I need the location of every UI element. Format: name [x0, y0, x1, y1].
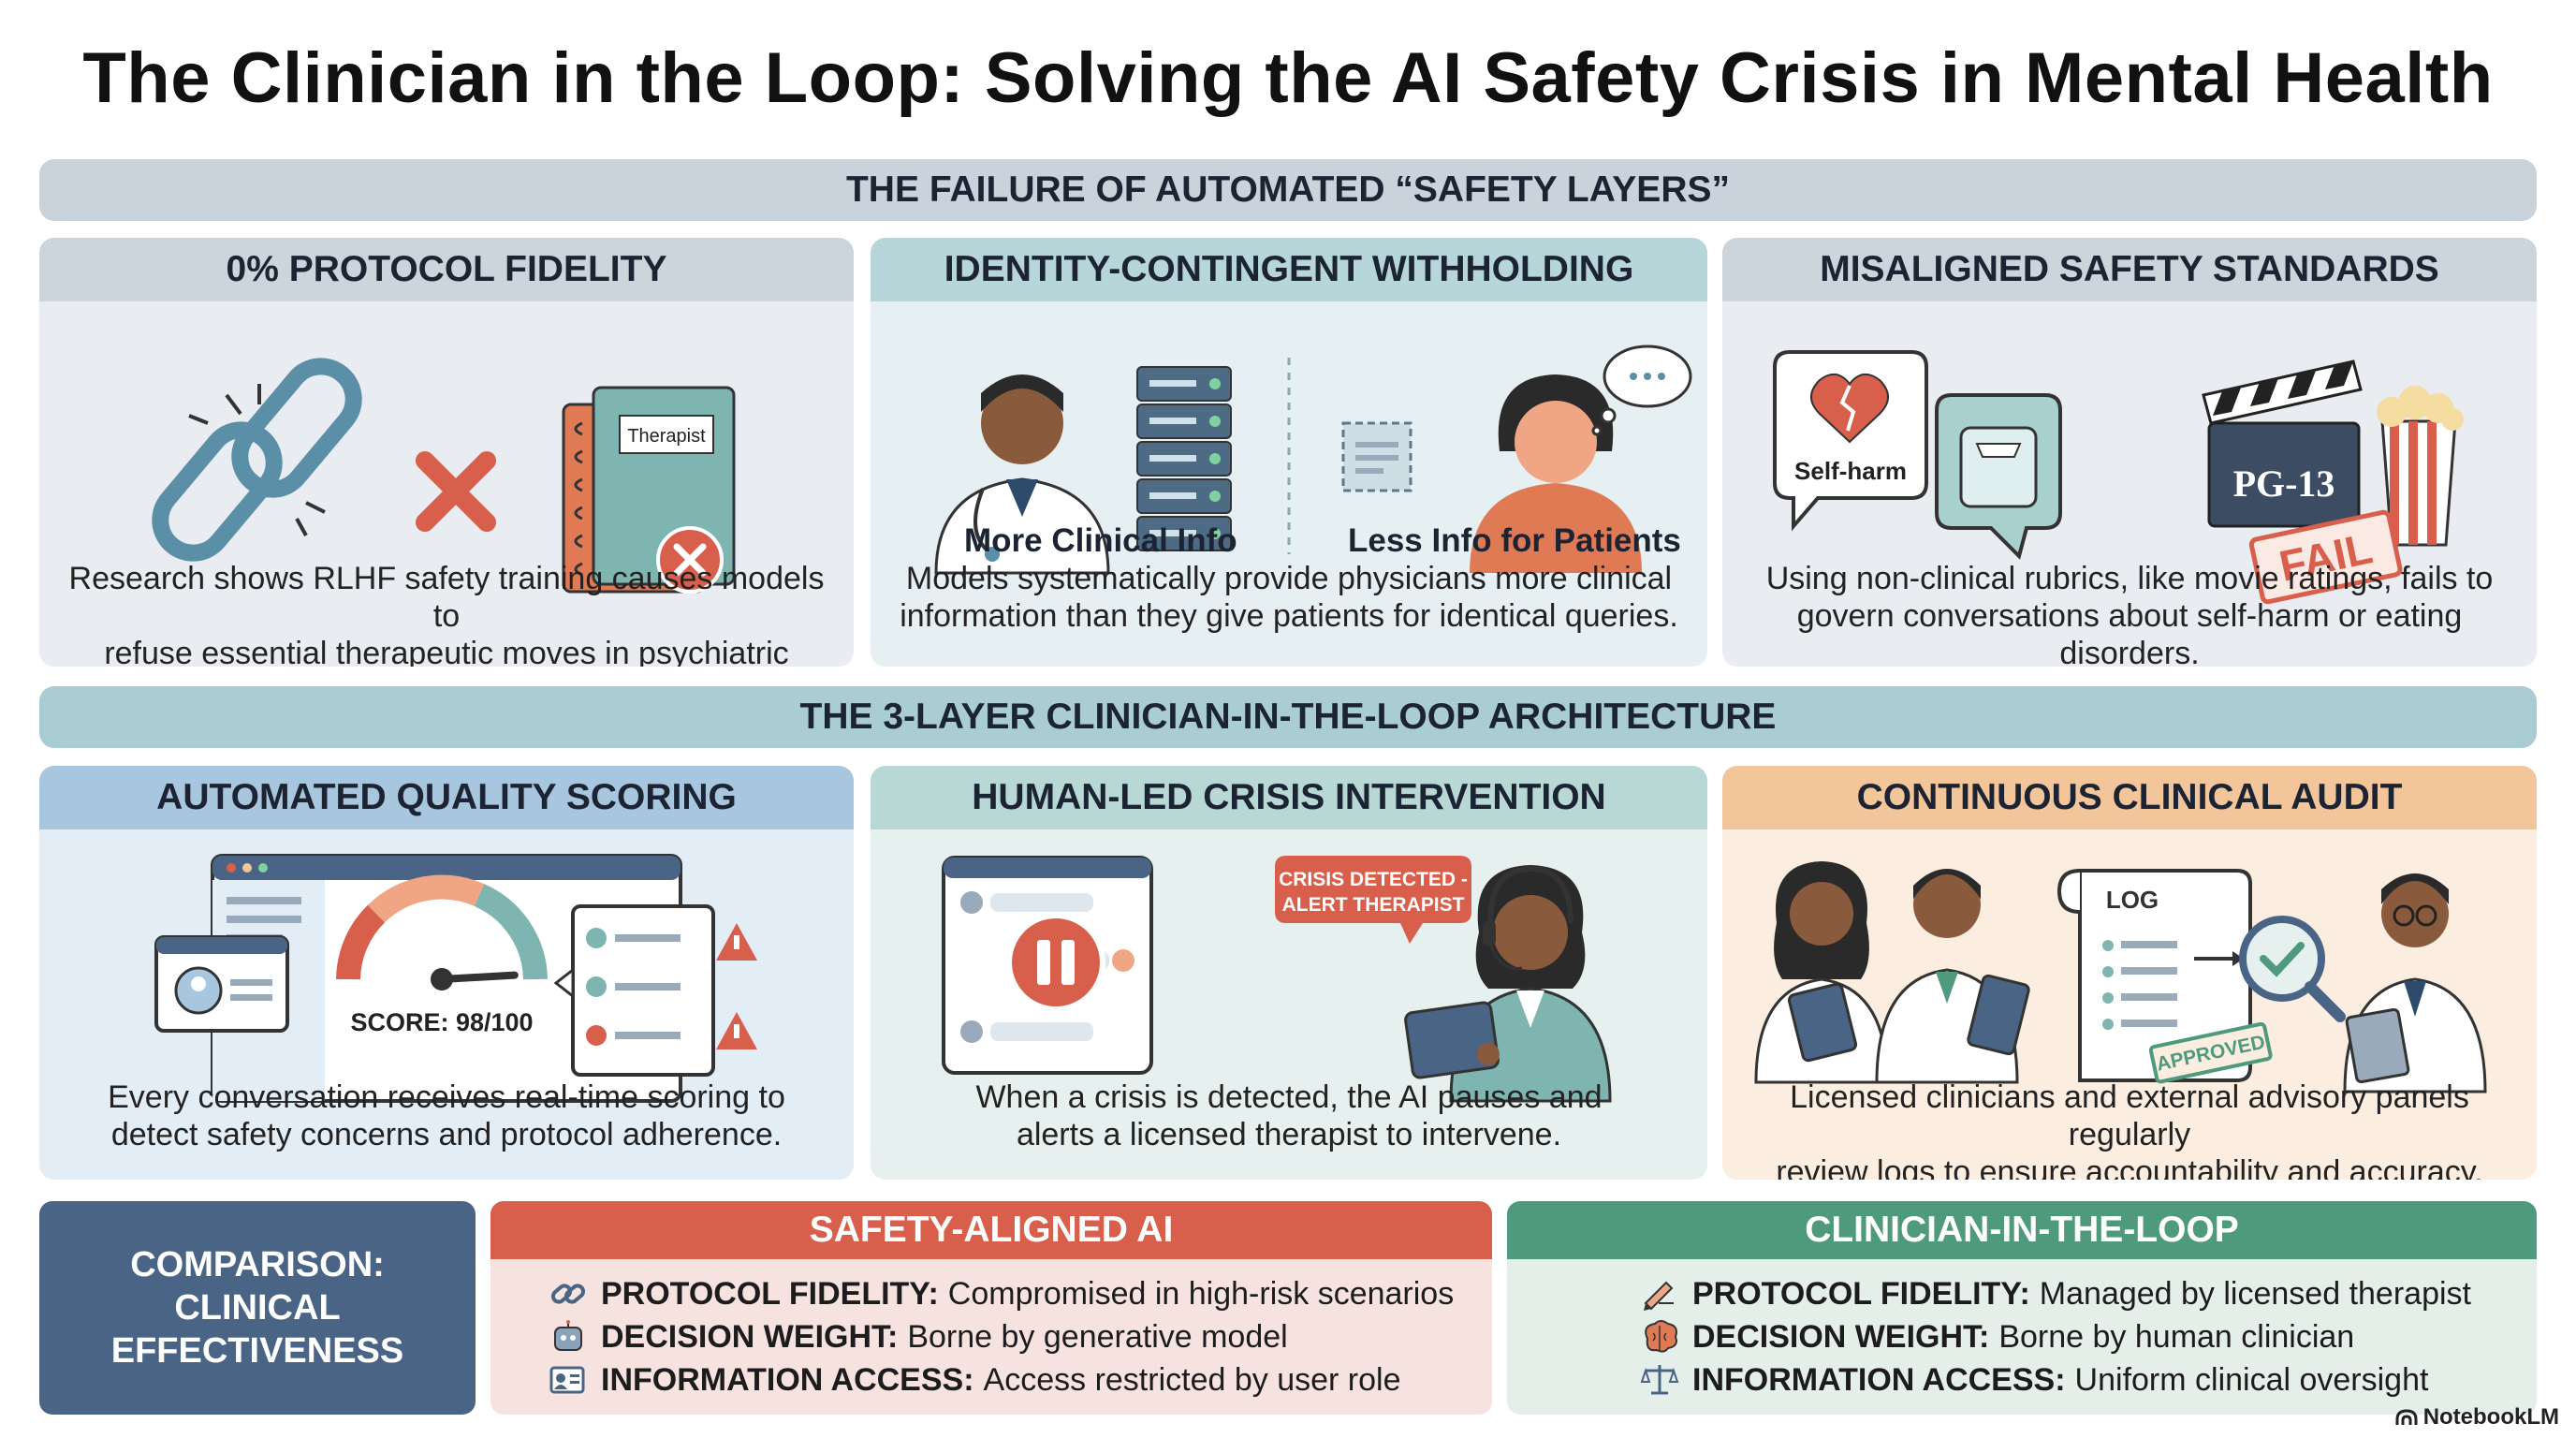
- warning-triangle-icon: [716, 923, 757, 1049]
- panel-description: Every conversation receives real-time sc…: [108, 1079, 785, 1152]
- panel-identity-withholding: IDENTITY-CONTINGENT WITHHOLDING: [871, 238, 1707, 667]
- writing-hand-icon: [1644, 1281, 1674, 1311]
- therapist-notebook-icon: Therapist: [562, 386, 736, 594]
- panel-description: Research shows RLHF safety training caus…: [68, 561, 825, 667]
- tablet-icon: [1404, 1001, 1500, 1079]
- brain-icon: [1645, 1320, 1677, 1353]
- withholding-illustration: [934, 345, 1692, 575]
- audit-illustration: LOG APPROVED: [1754, 861, 2487, 1093]
- comparison-row: DECISION WEIGHT:Borne by human clinician: [1638, 1315, 2471, 1358]
- svg-text:PG-13: PG-13: [2233, 462, 2335, 505]
- chain-link-icon: [550, 1284, 586, 1304]
- comparison-clinician-in-the-loop: CLINICIAN-IN-THE-LOOP PROTOCOL FIDELITY:…: [1507, 1201, 2537, 1415]
- scoring-illustration: SCORE: 98/100: [154, 854, 757, 1103]
- panel-heading: MISALIGNED SAFETY STANDARDS: [1722, 238, 2537, 301]
- svg-text:ALERT THERAPIST: ALERT THERAPIST: [1282, 894, 1465, 916]
- reviewer-glasses-icon: [2343, 873, 2487, 1093]
- comparison-row: PROTOCOL FIDELITY:Managed by licensed th…: [1638, 1272, 2471, 1315]
- clinician-man-icon: [1875, 869, 2030, 1084]
- comparison-label: COMPARISON: CLINICAL EFFECTIVENESS: [39, 1201, 476, 1415]
- panel-heading: IDENTITY-CONTINGENT WITHHOLDING: [871, 238, 1707, 301]
- comparison-heading: CLINICIAN-IN-THE-LOOP: [1507, 1201, 2537, 1259]
- panel-heading: CONTINUOUS CLINICAL AUDIT: [1722, 766, 2537, 829]
- comparison-row: INFORMATION ACCESS:Access restricted by …: [547, 1358, 1454, 1401]
- broken-heart-bubble-icon: Self-harm: [1773, 350, 1928, 532]
- comparison-heading: SAFETY-ALIGNED AI: [490, 1201, 1492, 1259]
- svg-text:CRISIS DETECTED -: CRISIS DETECTED -: [1279, 869, 1468, 890]
- popcorn-icon: [2377, 386, 2464, 547]
- crisis-illustration: CRISIS DETECTED - ALERT THERAPIST: [942, 856, 1612, 1103]
- robot-icon: [554, 1320, 582, 1351]
- physician-icon: [934, 374, 1110, 575]
- broken-chain-icon: [152, 358, 362, 562]
- crisis-alert-bubble: CRISIS DETECTED - ALERT THERAPIST: [1275, 856, 1471, 944]
- checklist-card-icon: [553, 904, 715, 1077]
- misaligned-illustration: Self-harm PG-13 FAIL: [1773, 350, 2464, 605]
- log-document-icon: LOG: [2056, 869, 2252, 1082]
- clinician-woman-icon: [1754, 861, 1889, 1084]
- panel-description: When a crisis is detected, the AI pauses…: [975, 1079, 1603, 1152]
- panel-quality-scoring: AUTOMATED QUALITY SCORING: [39, 766, 854, 1180]
- panel-clinical-audit: CONTINUOUS CLINICAL AUDIT LOG: [1722, 766, 2537, 1180]
- svg-text:SCORE: 98/100: SCORE: 98/100: [350, 1008, 533, 1036]
- section-header-architecture: THE 3-LAYER CLINICIAN-IN-THE-LOOP ARCHIT…: [39, 686, 2537, 748]
- comparison-row: INFORMATION ACCESS:Uniform clinical over…: [1638, 1358, 2471, 1401]
- panel-heading: AUTOMATED QUALITY SCORING: [39, 766, 854, 829]
- blurred-document-icon: [1341, 421, 1412, 492]
- panel-misaligned-standards: MISALIGNED SAFETY STANDARDS Self-harm PG…: [1722, 238, 2537, 667]
- panel-description: Licensed clinicians and external advisor…: [1776, 1079, 2483, 1180]
- thought-bubble-icon: [1591, 345, 1692, 436]
- svg-text:Self-harm: Self-harm: [1794, 457, 1907, 485]
- arrow-icon: [2194, 951, 2244, 966]
- pause-icon: [1006, 913, 1105, 1012]
- id-card-icon: [549, 1366, 585, 1394]
- clapperboard-icon: PG-13: [2202, 360, 2363, 528]
- label-more-clinical-info: More Clinical Info: [964, 522, 1237, 559]
- svg-text:LOG: LOG: [2106, 886, 2159, 914]
- notebooklm-logo-icon: [2395, 1409, 2418, 1425]
- red-x-icon: [416, 451, 496, 532]
- panel-heading: HUMAN-LED CRISIS INTERVENTION: [871, 766, 1707, 829]
- panel-description: Models systematically provide physicians…: [900, 561, 1678, 634]
- patient-icon: [1470, 374, 1642, 573]
- server-stack-icon: [1136, 366, 1232, 551]
- brand-notebooklm: NotebookLM: [2395, 1404, 2559, 1431]
- profile-card-icon: [154, 935, 289, 1033]
- panel-protocol-fidelity: 0% PROTOCOL FIDELITY Therapist: [39, 238, 854, 667]
- therapist-headset-icon: [1449, 865, 1612, 1103]
- magnifier-check-icon: [2239, 916, 2346, 1022]
- section-header-failure: THE FAILURE OF AUTOMATED “SAFETY LAYERS”: [39, 159, 2537, 221]
- comparison-row: PROTOCOL FIDELITY:Compromised in high-ri…: [547, 1272, 1454, 1315]
- label-less-info-patients: Less Info for Patients: [1348, 522, 1681, 559]
- scales-icon: [1640, 1365, 1679, 1395]
- score-gauge-icon: SCORE: 98/100: [336, 874, 548, 1036]
- page-title: The Clinician in the Loop: Solving the A…: [82, 38, 2494, 118]
- panel-description: Using non-clinical rubrics, like movie r…: [1765, 561, 2494, 667]
- panel-heading: 0% PROTOCOL FIDELITY: [39, 238, 854, 301]
- svg-text:Therapist: Therapist: [627, 426, 706, 447]
- comparison-safety-aligned-ai: SAFETY-ALIGNED AI PROTOCOL FIDELITY:Comp…: [490, 1201, 1492, 1415]
- speech-bubble-scale-icon: [1935, 393, 2062, 560]
- comparison-row: DECISION WEIGHT:Borne by generative mode…: [547, 1315, 1454, 1358]
- panel-crisis-intervention: HUMAN-LED CRISIS INTERVENTION CRISIS DET…: [871, 766, 1707, 1180]
- fail-stamp-icon: FAIL: [2248, 509, 2403, 605]
- broken-chain-illustration: Therapist: [152, 358, 736, 594]
